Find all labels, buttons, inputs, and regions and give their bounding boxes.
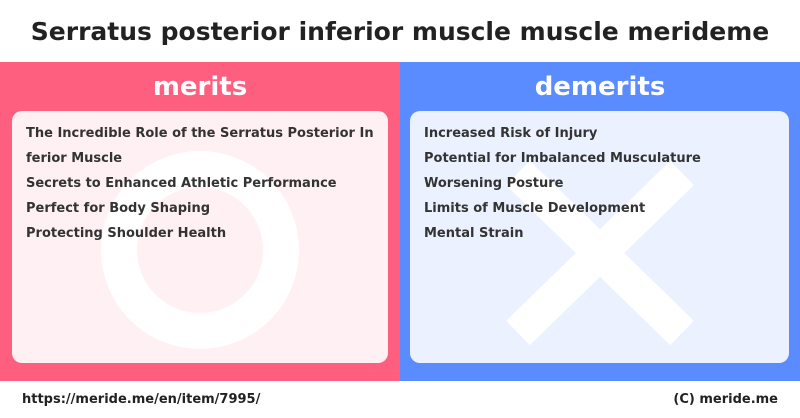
list-item: Worsening Posture [424, 176, 564, 191]
demerits-list: Increased Risk of Injury Potential for I… [410, 111, 789, 246]
list-item: Secrets to Enhanced Athletic Performance [26, 176, 337, 191]
merits-list: The Incredible Role of the Serratus Post… [12, 111, 388, 246]
demerits-heading: demerits [534, 72, 666, 102]
footer: https://meride.me/en/item/7995/ (C) meri… [0, 381, 800, 418]
list-item: Protecting Shoulder Health [26, 226, 227, 241]
item-url-link[interactable]: https://meride.me/en/item/7995/ [22, 392, 261, 407]
merits-heading: merits [152, 72, 248, 102]
demerits-card: Increased Risk of Injury Potential for I… [410, 111, 789, 363]
list-item: The Incredible Role of the Serratus Post… [26, 126, 374, 166]
copyright-text: (C) meride.me [673, 392, 778, 407]
list-item: Potential for Imbalanced Musculature [424, 151, 701, 166]
list-item: Mental Strain [424, 226, 524, 241]
circle-symbol-icon [101, 151, 299, 349]
demerits-panel: demerits Increased Risk of Injury Potent… [400, 62, 800, 381]
list-item: Limits of Muscle Development [424, 201, 646, 216]
cross-symbol-icon [506, 160, 694, 346]
page-title: Serratus posterior inferior muscle muscl… [30, 16, 770, 46]
merits-panel: merits The Incredible Role of the Serrat… [0, 62, 400, 381]
list-item: Increased Risk of Injury [424, 126, 598, 141]
list-item: Perfect for Body Shaping [26, 201, 211, 216]
merits-card: The Incredible Role of the Serratus Post… [12, 111, 388, 363]
